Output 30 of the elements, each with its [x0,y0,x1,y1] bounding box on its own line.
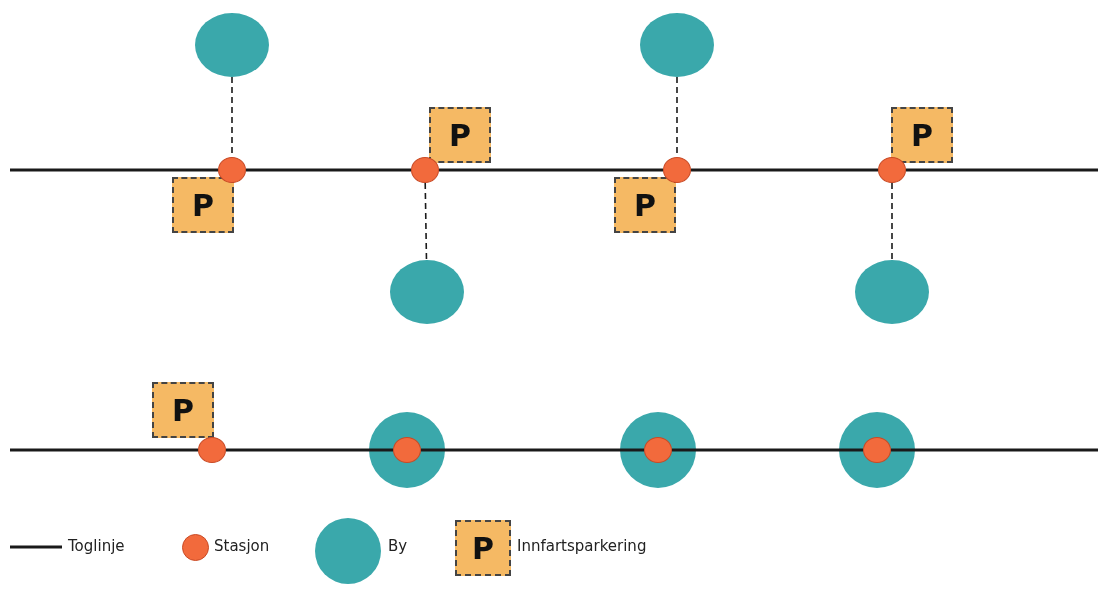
rail-line [10,448,198,452]
rail-line [246,168,411,172]
rail-line [691,168,878,172]
legend-label: Stasjon [214,537,270,555]
station-dot [663,157,691,183]
parking-sign: P [152,382,214,438]
rail-line [226,448,393,452]
rail-line [10,168,218,172]
station-dot [198,437,226,463]
station-dot [863,437,891,463]
parking-sign: P [614,177,676,233]
parking-sign: P [891,107,953,163]
dashed-connector [424,182,428,261]
station-dot [393,437,421,463]
rail-line [421,448,644,452]
legend-label: Toglinje [68,537,125,555]
station-dot [411,157,439,183]
rail-line [891,448,1098,452]
parking-sign: P [172,177,234,233]
parking-sign: P [455,520,511,576]
station-dot [878,157,906,183]
rail-line [439,168,663,172]
rail-line [906,168,1098,172]
station-dot [218,157,246,183]
rail-line [672,448,863,452]
parking-sign: P [429,107,491,163]
legend-label: By [388,537,408,555]
station-dot [644,437,672,463]
dashed-connector [891,182,893,261]
legend-label: Innfartsparkering [517,537,647,555]
